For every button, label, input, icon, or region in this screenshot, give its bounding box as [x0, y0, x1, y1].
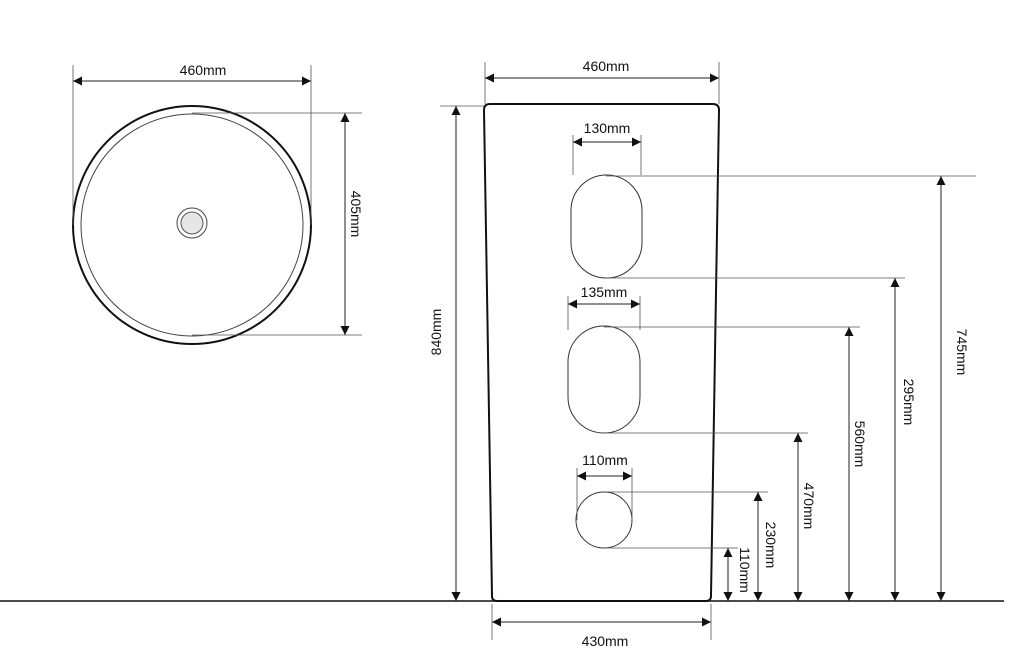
hole-middle-shape: [567, 325, 641, 434]
hole-lower-width-label: 110mm: [582, 452, 628, 468]
hole-lower-top-label: 230mm: [763, 522, 779, 569]
hole-upper-width-label: 130mm: [584, 120, 631, 136]
top-width-label: 460mm: [180, 62, 227, 78]
hole-middle: 135mm 560mm 470mm: [567, 284, 868, 601]
front-view: 460mm 840mm 430mm 130mm 745mm 295mm: [428, 58, 976, 649]
drain-inner: [180, 211, 204, 235]
hole-upper-bottom-label: 295mm: [901, 379, 917, 426]
top-view: 460mm 405mm: [72, 62, 364, 345]
hole-middle-width-label: 135mm: [581, 284, 628, 300]
top-depth-label: 405mm: [348, 191, 364, 238]
hole-lower: 110mm 230mm 110mm: [575, 452, 779, 601]
bottom-width-label: 430mm: [582, 633, 629, 649]
hole-upper-top-label: 745mm: [954, 329, 970, 376]
hole-upper: 130mm 745mm 295mm: [570, 120, 976, 601]
hole-upper-shape: [570, 174, 643, 279]
height-label: 840mm: [428, 309, 444, 356]
basin-inner-rim: [80, 113, 304, 337]
hole-middle-top-label: 560mm: [852, 421, 868, 468]
hole-middle-bottom-label: 470mm: [801, 483, 817, 530]
front-top-width-label: 460mm: [583, 58, 630, 74]
hole-lower-shape: [575, 491, 633, 549]
hole-lower-bottom-label: 110mm: [737, 547, 753, 593]
